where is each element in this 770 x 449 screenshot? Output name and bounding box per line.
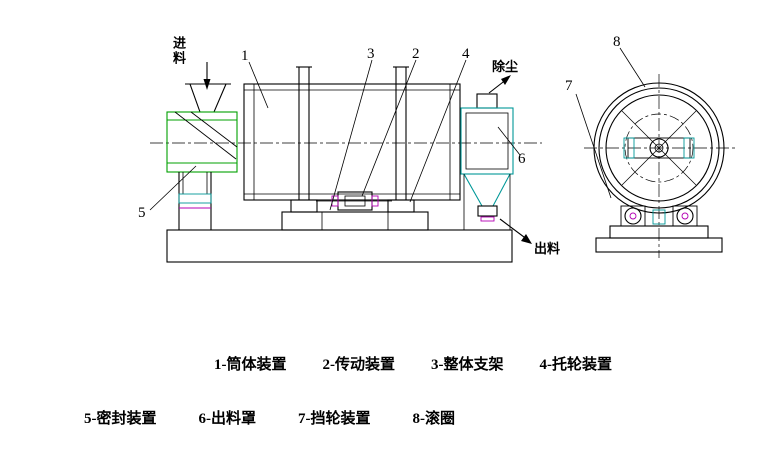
legend-item-3: 3-整体支架 bbox=[431, 357, 504, 373]
discharge-label: 出料 bbox=[534, 241, 561, 256]
legend-item-2: 2-传动装置 bbox=[322, 357, 396, 373]
end-view-leaders bbox=[575, 47, 646, 199]
transmission-device bbox=[316, 191, 392, 211]
part-number-8: 8 bbox=[613, 34, 621, 50]
end-view bbox=[575, 47, 736, 258]
left-legs bbox=[178, 172, 212, 230]
legend-row-1: 1-筒体装置 2-传动装置 3-整体支架 4-托轮装置 bbox=[214, 353, 612, 374]
end-view-base bbox=[595, 225, 723, 253]
drum-body bbox=[243, 83, 461, 201]
discharge-hood bbox=[460, 93, 514, 230]
legend-item-4: 4-托轮装置 bbox=[539, 357, 613, 373]
support-frame bbox=[281, 211, 429, 231]
seal-device bbox=[166, 111, 238, 173]
feed-arrow-icon bbox=[203, 62, 211, 90]
part-number-2: 2 bbox=[412, 46, 420, 62]
part-number-5: 5 bbox=[138, 205, 146, 221]
dust-label: 除尘 bbox=[492, 59, 519, 74]
center-shaft bbox=[623, 137, 695, 159]
part-number-7: 7 bbox=[565, 78, 573, 94]
part-number-3: 3 bbox=[367, 46, 375, 62]
legend-item-5: 5-密封装置 bbox=[84, 411, 157, 427]
legend-row-2: 5-密封装置 6-出料罩 7-挡轮装置 8-滚圈 bbox=[84, 407, 455, 428]
legend-item-1: 1-筒体装置 bbox=[214, 357, 287, 373]
dust-arrow-icon bbox=[488, 75, 511, 94]
part-number-4: 4 bbox=[462, 46, 470, 62]
legend-item-6: 6-出料罩 bbox=[198, 411, 257, 427]
legend-item-7: 7-挡轮装置 bbox=[298, 411, 371, 427]
support-posts bbox=[290, 66, 415, 213]
leader-lines bbox=[149, 59, 521, 211]
feed-hopper bbox=[185, 83, 231, 113]
discharge-arrow-icon bbox=[499, 218, 532, 244]
part-number-1: 1 bbox=[241, 48, 249, 64]
legend-item-8: 8-滚圈 bbox=[412, 411, 456, 427]
machine-base bbox=[166, 229, 513, 263]
feed-chute bbox=[174, 111, 238, 160]
part-number-6: 6 bbox=[518, 151, 526, 167]
feed-label: 进料 bbox=[171, 36, 186, 66]
side-view bbox=[149, 59, 542, 263]
